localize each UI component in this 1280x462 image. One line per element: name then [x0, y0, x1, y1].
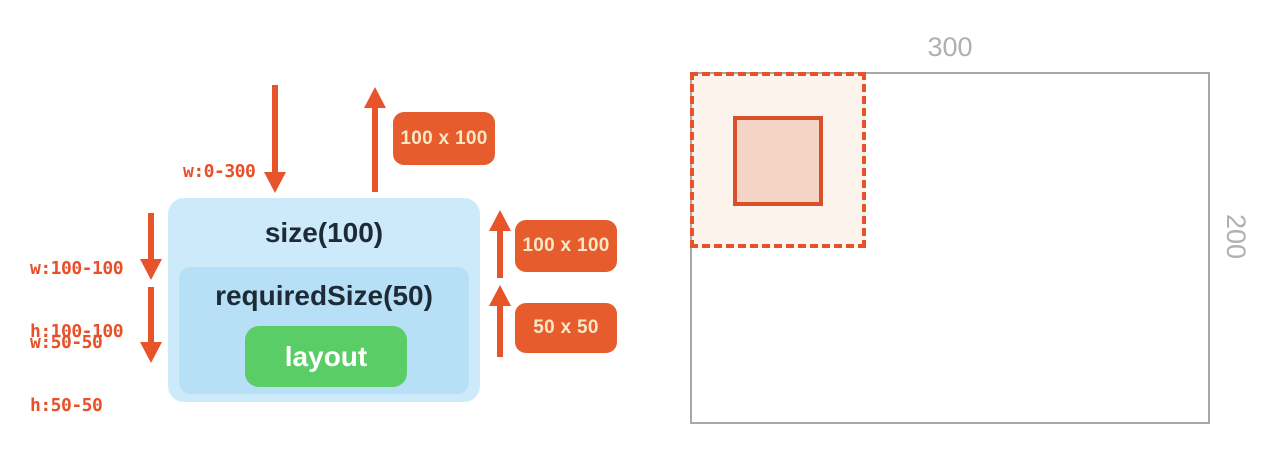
- required-size-constraints-height: h:50-50: [30, 395, 103, 416]
- arrow-head: [489, 210, 511, 231]
- required-size-constraints-width: w:50-50: [30, 332, 103, 353]
- arrow-line: [148, 287, 154, 342]
- container-width-label: 300: [927, 32, 973, 62]
- arrow-line: [272, 85, 278, 172]
- size-constraints-label: w:100-100 h:100-100: [30, 216, 124, 384]
- layout-node-box: layout: [245, 326, 407, 387]
- size-badge-middle: 100 x 100: [515, 220, 617, 272]
- size-badge-bottom: 50 x 50: [515, 303, 617, 353]
- required-size-modifier-label: requiredSize(50): [215, 280, 433, 311]
- incoming-constraints-width: w:0-300: [183, 161, 256, 182]
- size-modifier-label: size(100): [264, 217, 384, 248]
- arrow-head: [140, 259, 162, 280]
- size-badge-bottom-label: 50 x 50: [533, 317, 599, 338]
- size-badge-middle-label: 100 x 100: [522, 235, 610, 256]
- arrow-head: [140, 342, 162, 363]
- size-constraints-height: h:100-100: [30, 321, 124, 342]
- arrow-head: [264, 172, 286, 193]
- size-constraints-width: w:100-100: [30, 258, 124, 279]
- required-size-constraints-label: w:50-50 h:50-50: [30, 290, 103, 458]
- size-badge-top: 100 x 100: [393, 112, 495, 165]
- arrow-down-icon: [139, 287, 163, 363]
- arrow-up-icon: [488, 285, 512, 357]
- size-modifier-box: size(100) requiredSize(50) layout: [168, 198, 480, 402]
- measured-container-border: [690, 72, 1210, 424]
- arrow-line: [372, 108, 378, 192]
- container-height-label: 200: [1221, 214, 1251, 260]
- constraint-region-border: [690, 72, 866, 248]
- layout-node-label: layout: [284, 340, 368, 372]
- arrow-head: [364, 87, 386, 108]
- arrow-down-icon: [263, 85, 287, 193]
- size-badge-top-label: 100 x 100: [400, 127, 488, 149]
- arrow-up-icon: [363, 87, 387, 192]
- arrow-head: [489, 285, 511, 306]
- arrow-line: [497, 231, 503, 278]
- arrow-line: [148, 213, 154, 259]
- required-size-modifier-box: requiredSize(50) layout: [179, 267, 469, 394]
- arrow-line: [497, 306, 503, 357]
- placed-child-square: [733, 116, 823, 206]
- arrow-up-icon: [488, 210, 512, 278]
- arrow-down-icon: [139, 213, 163, 280]
